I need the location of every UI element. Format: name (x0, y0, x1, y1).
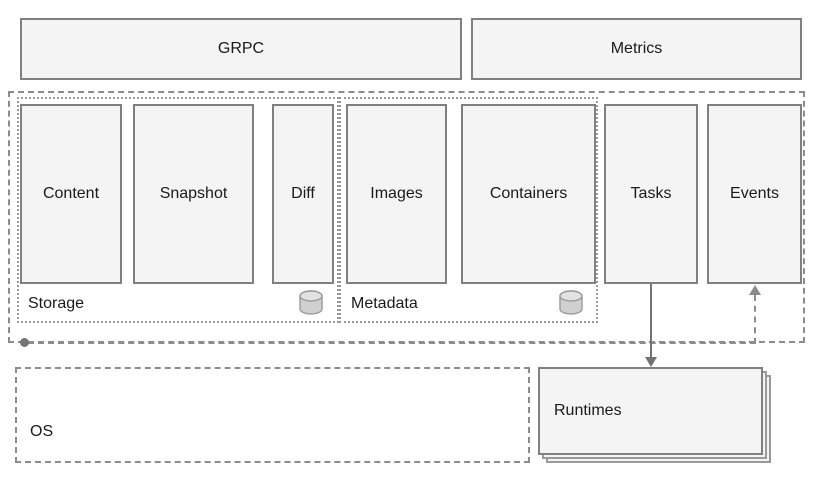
metrics-box: Metrics (471, 18, 802, 80)
tasks-to-runtimes-arrowhead (645, 357, 657, 367)
service-label-snapshot: Snapshot (159, 185, 228, 202)
service-box-images: Images (346, 104, 447, 284)
service-label-tasks: Tasks (630, 185, 672, 202)
database-cylinder-icon (558, 289, 584, 322)
service-box-tasks: Tasks (604, 104, 698, 284)
grpc-label: GRPC (217, 40, 265, 57)
os-boundary-bus-line (28, 342, 756, 344)
storage-group (17, 97, 339, 323)
service-box-snapshot: Snapshot (133, 104, 254, 284)
runtimes-box: Runtimes (538, 367, 763, 455)
tasks-to-runtimes-line (650, 284, 652, 357)
runtimes-to-events-line (754, 295, 756, 344)
os-boundary-bus-endpoint-dot (20, 338, 29, 347)
service-box-diff: Diff (272, 104, 334, 284)
service-label-containers: Containers (489, 185, 568, 202)
runtimes-to-events-arrowhead (749, 285, 761, 295)
service-box-events: Events (707, 104, 802, 284)
runtimes-label: Runtimes (554, 402, 622, 419)
service-box-containers: Containers (461, 104, 596, 284)
service-label-diff: Diff (291, 185, 315, 202)
metadata-group-label: Metadata (351, 295, 418, 312)
service-label-content: Content (42, 185, 100, 202)
os-label: OS (30, 423, 54, 440)
storage-group-label: Storage (28, 295, 85, 312)
service-label-images: Images (370, 185, 423, 202)
service-box-content: Content (20, 104, 122, 284)
metadata-group (339, 97, 598, 323)
service-label-events: Events (730, 185, 779, 202)
metrics-label: Metrics (610, 40, 663, 57)
grpc-box: GRPC (20, 18, 462, 80)
os-box (15, 367, 530, 463)
database-cylinder-icon (298, 289, 324, 322)
